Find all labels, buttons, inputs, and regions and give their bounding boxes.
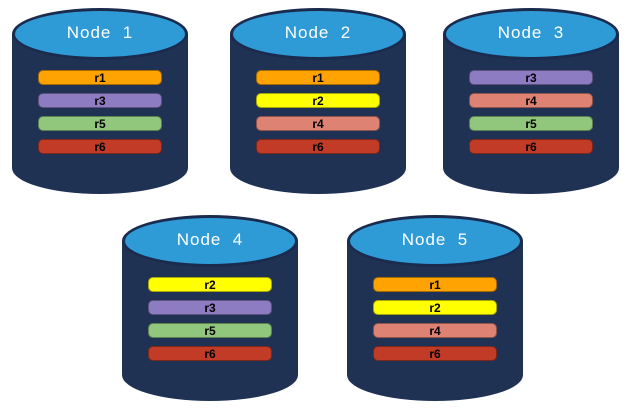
- replica-bar: r5: [469, 116, 593, 131]
- replica-bar: r4: [373, 323, 497, 338]
- replica-bar-label: r6: [525, 139, 537, 154]
- replica-bar-label: r4: [429, 323, 441, 338]
- replica-bars: r1 r2 r4 r6: [256, 70, 380, 154]
- node-title: Node 3: [497, 23, 565, 42]
- replica-bar: r3: [38, 93, 162, 108]
- replica-bar-label: r5: [94, 116, 106, 131]
- node-title: Node 2: [284, 23, 352, 42]
- replica-bar-label: r6: [429, 346, 441, 361]
- replica-bar: r5: [148, 323, 272, 338]
- cylinder-top-ellipse: Node 2: [230, 8, 406, 60]
- replica-bar-label: r6: [204, 346, 216, 361]
- replica-bar: r6: [469, 139, 593, 154]
- replica-bars: r2 r3 r5 r6: [148, 277, 272, 361]
- cylinder-top-ellipse: Node 5: [347, 215, 523, 267]
- replica-bar-label: r5: [204, 323, 216, 338]
- replica-bar-label: r3: [204, 300, 216, 315]
- node-cylinder: Node 5 r1 r2 r4 r6: [347, 215, 523, 401]
- replica-bar: r3: [469, 70, 593, 85]
- replica-bar: r6: [148, 346, 272, 361]
- replica-bar: r6: [38, 139, 162, 154]
- node-title: Node 1: [66, 23, 134, 42]
- node-cylinder: Node 4 r2 r3 r5 r6: [122, 215, 298, 401]
- replica-bar-label: r1: [429, 277, 441, 292]
- replica-bar: r6: [373, 346, 497, 361]
- replica-bar: r5: [38, 116, 162, 131]
- replica-bar-label: r5: [525, 116, 537, 131]
- replica-bar-label: r4: [525, 93, 537, 108]
- replica-bar: r2: [148, 277, 272, 292]
- node-cylinder: Node 2 r1 r2 r4 r6: [230, 8, 406, 194]
- replica-bar: r4: [256, 116, 380, 131]
- replica-bar-label: r1: [94, 70, 106, 85]
- node-cylinder: Node 3 r3 r4 r5 r6: [443, 8, 619, 194]
- replica-bar-label: r2: [204, 277, 216, 292]
- node-title: Node 5: [401, 230, 469, 249]
- replica-bar: r2: [373, 300, 497, 315]
- replica-bar: r2: [256, 93, 380, 108]
- node-title: Node 4: [176, 230, 244, 249]
- cylinder-top-ellipse: Node 1: [12, 8, 188, 60]
- replica-bar-label: r4: [312, 116, 324, 131]
- node-cylinder: Node 1 r1 r3 r5 r6: [12, 8, 188, 194]
- replica-bar: r6: [256, 139, 380, 154]
- replica-bar-label: r6: [94, 139, 106, 154]
- replica-bar: r1: [373, 277, 497, 292]
- replica-bar-label: r6: [312, 139, 324, 154]
- replica-bar-label: r3: [525, 70, 537, 85]
- replica-bars: r1 r3 r5 r6: [38, 70, 162, 154]
- replica-bar: r4: [469, 93, 593, 108]
- replica-bar-label: r3: [94, 93, 106, 108]
- replica-bar-label: r1: [312, 70, 324, 85]
- cylinder-top-ellipse: Node 3: [443, 8, 619, 60]
- replica-bar: r1: [38, 70, 162, 85]
- replica-bar: r1: [256, 70, 380, 85]
- replica-bar-label: r2: [312, 93, 324, 108]
- replica-bars: r3 r4 r5 r6: [469, 70, 593, 154]
- replica-bar: r3: [148, 300, 272, 315]
- replica-bar-label: r2: [429, 300, 441, 315]
- replica-bars: r1 r2 r4 r6: [373, 277, 497, 361]
- cylinder-top-ellipse: Node 4: [122, 215, 298, 267]
